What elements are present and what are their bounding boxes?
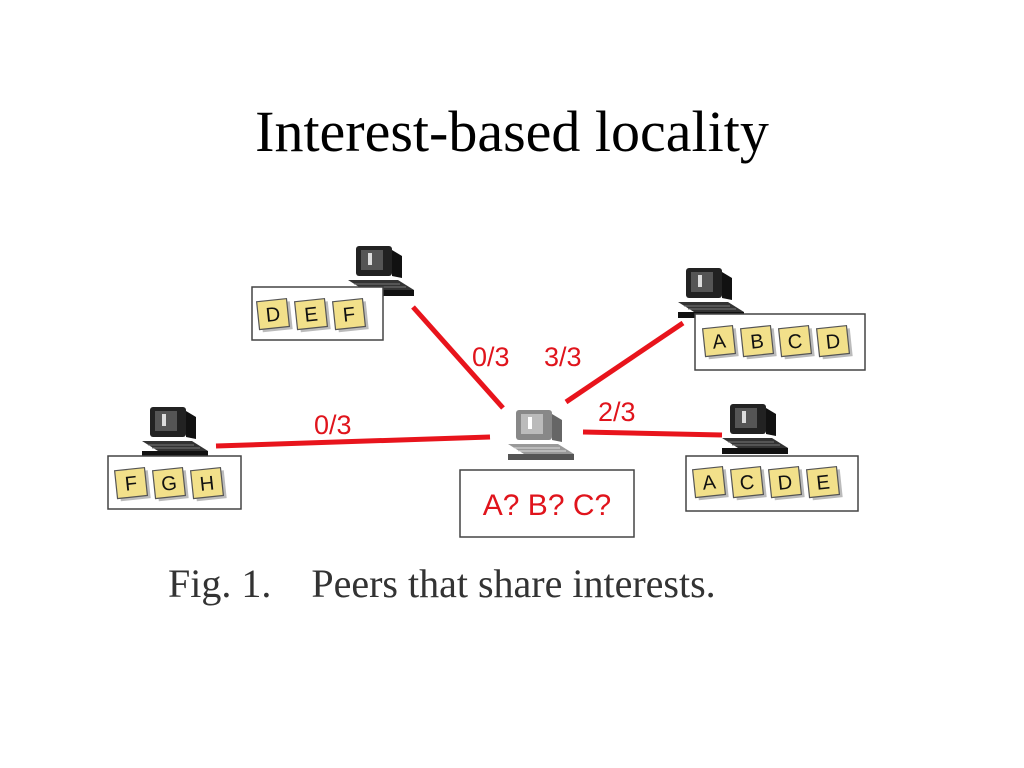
file-letter: C — [739, 471, 756, 494]
file-letter: A — [701, 471, 717, 494]
file-tile: G — [151, 466, 189, 502]
file-tile: C — [777, 324, 815, 360]
file-tile: E — [805, 465, 843, 501]
file-letter: F — [342, 304, 356, 327]
file-letter: D — [265, 303, 282, 326]
file-tile: F — [113, 466, 151, 502]
slide-title: Interest-based locality — [255, 99, 769, 164]
computer-icon — [507, 409, 575, 461]
file-letter: A — [711, 330, 727, 353]
file-letter: H — [199, 472, 216, 495]
peer-center: A? B? C? — [459, 409, 635, 538]
edge-label-left: 0/3 — [314, 410, 352, 440]
file-letter: E — [815, 471, 831, 494]
file-letter: E — [303, 303, 319, 326]
file-tile: B — [739, 324, 777, 360]
file-letter: C — [787, 330, 804, 353]
file-tile: C — [729, 465, 767, 501]
computer-icon — [721, 403, 789, 455]
query-box — [459, 469, 635, 538]
computer-icon — [141, 406, 209, 458]
query-text: A? B? C? — [483, 489, 611, 522]
file-tile: E — [293, 297, 331, 333]
edge-top-right — [564, 320, 685, 405]
file-letter: D — [825, 330, 842, 353]
file-tile: H — [189, 466, 227, 502]
edge-label-top-left: 0/3 — [472, 342, 510, 372]
file-tile: A — [701, 324, 739, 360]
edge-label-right: 2/3 — [598, 397, 636, 427]
file-tile: D — [815, 324, 853, 360]
computer-icon — [677, 267, 745, 319]
file-letter: F — [124, 473, 138, 496]
file-letter: D — [777, 471, 794, 494]
file-letter: G — [160, 472, 178, 496]
edge-left — [215, 434, 491, 449]
file-tile: D — [767, 465, 805, 501]
file-tile: D — [255, 297, 293, 333]
file-tile: F — [331, 297, 369, 333]
edge-top-left — [411, 305, 505, 410]
figure-caption: Fig. 1. Peers that share interests. — [168, 561, 716, 606]
edge-label-top-right: 3/3 — [544, 342, 582, 372]
edge-right — [582, 429, 723, 438]
file-tile: A — [691, 465, 729, 501]
file-letter: B — [749, 330, 765, 353]
